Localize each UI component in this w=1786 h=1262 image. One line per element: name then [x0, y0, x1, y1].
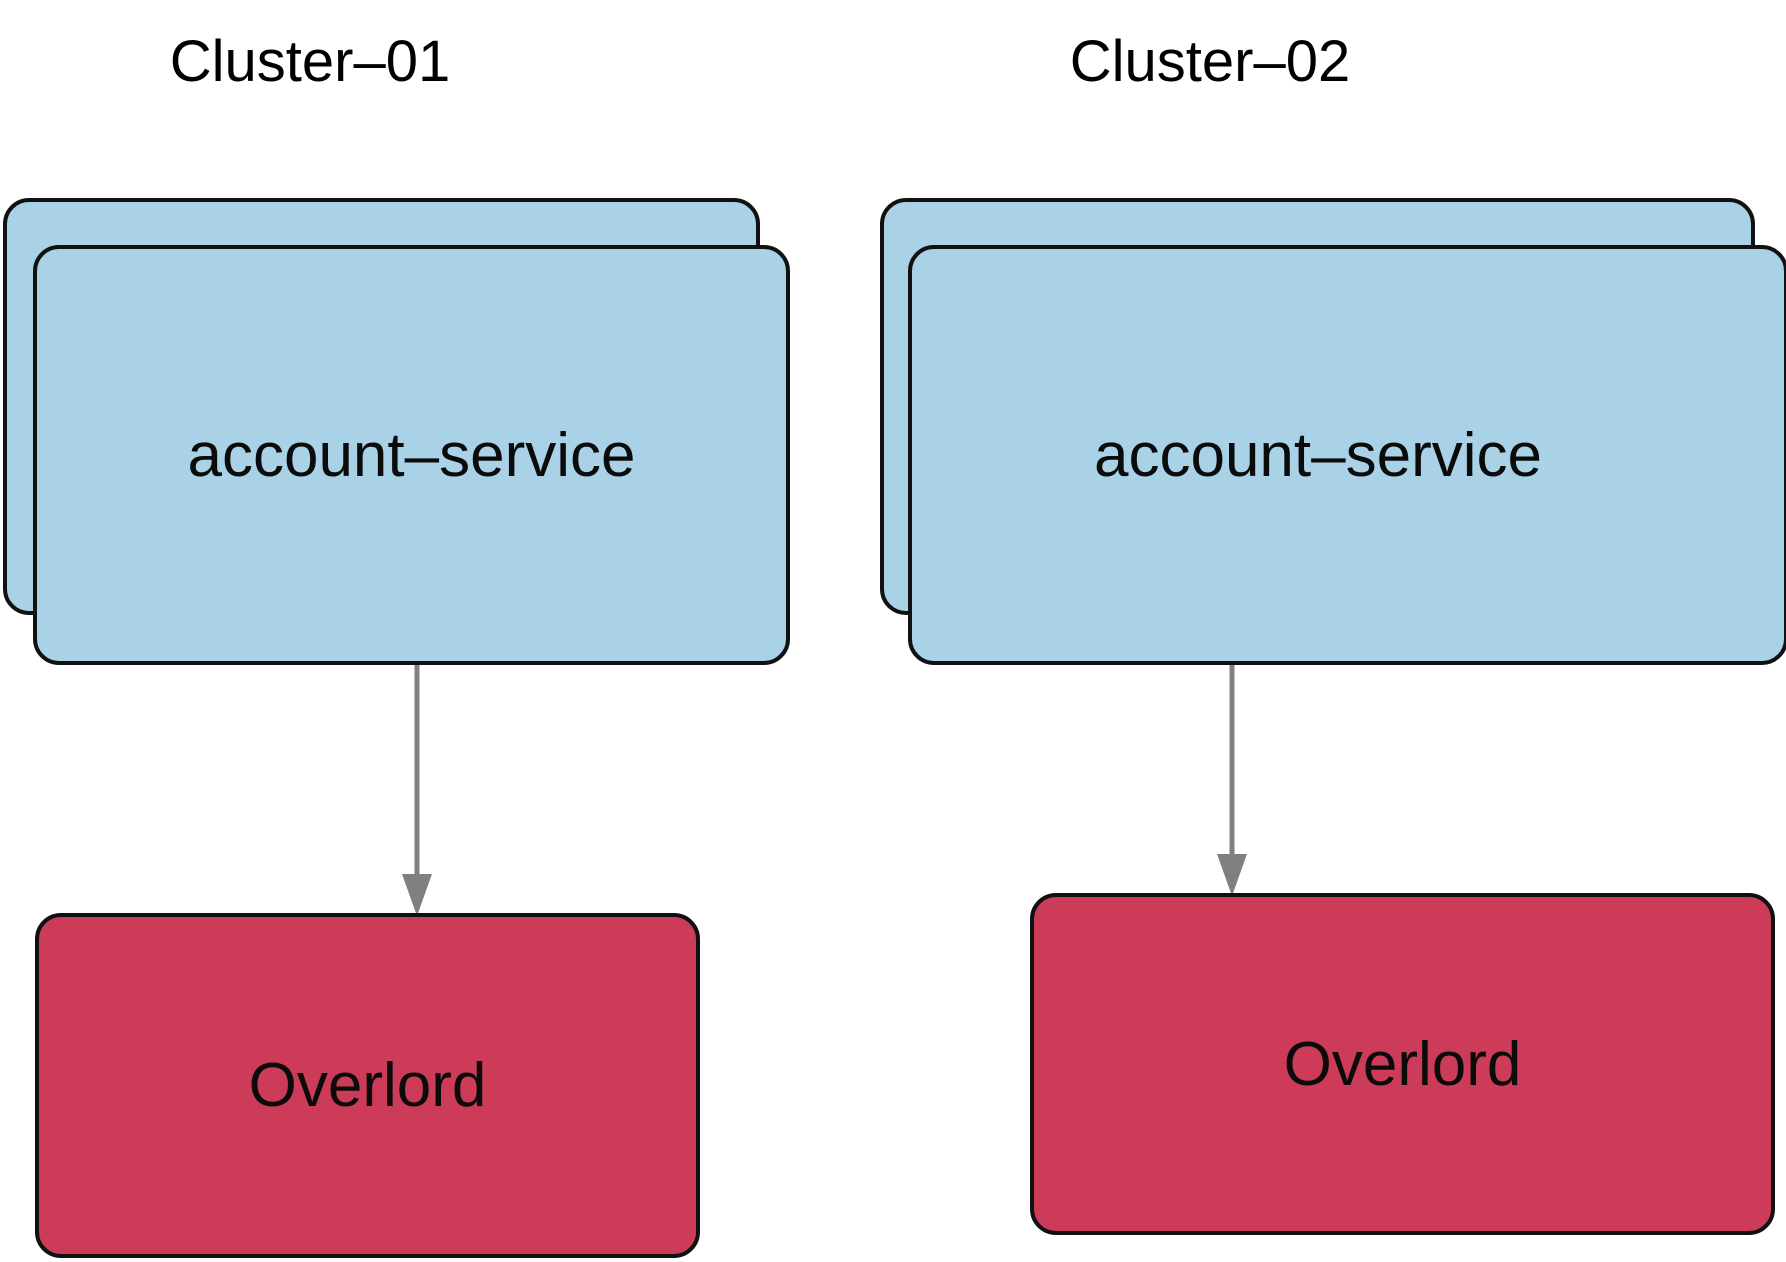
cluster-02-overlord-box[interactable]: Overlord: [1030, 893, 1775, 1235]
cluster-02-connector-arrow: [1217, 664, 1247, 896]
cluster-01-connector-arrow: [402, 664, 432, 916]
cluster-02-title: Cluster‒02: [1069, 29, 1351, 94]
cluster-02-service-card-front[interactable]: account‒service: [908, 245, 1786, 665]
cluster-01-title: Cluster‒01: [169, 29, 451, 94]
cluster-02-service-label: account‒service: [1093, 420, 1543, 490]
cluster-01-overlord-label: Overlord: [248, 1051, 487, 1120]
cluster-01-service-label: account‒service: [187, 420, 636, 490]
cluster-02-overlord-label: Overlord: [1283, 1029, 1522, 1099]
cluster-01-overlord-box[interactable]: Overlord: [35, 913, 700, 1258]
cluster-01-arrowhead-icon: [402, 874, 432, 916]
cluster-01-service-card-front[interactable]: account‒service: [33, 245, 790, 665]
cluster-02-arrowhead-icon: [1217, 854, 1247, 896]
